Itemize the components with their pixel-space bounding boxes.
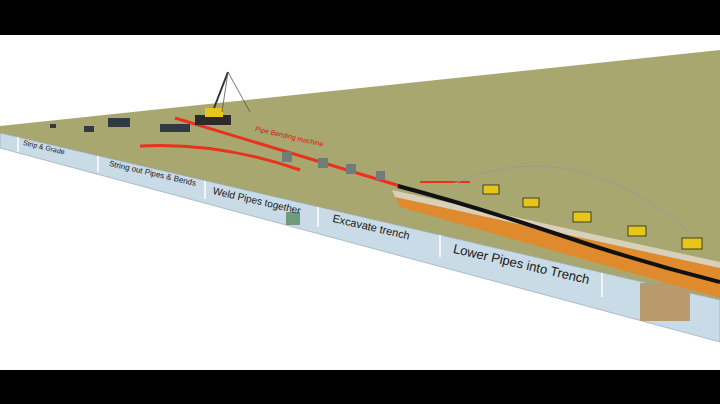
pipe-string <box>175 118 400 186</box>
trench <box>395 197 720 298</box>
crane <box>195 72 250 125</box>
pipe-arc <box>455 166 700 242</box>
side-band <box>0 133 720 342</box>
pipe <box>420 181 470 183</box>
top-bar <box>0 0 720 35</box>
side-booms <box>483 185 702 249</box>
bottom-bar <box>0 370 720 404</box>
photo-thumb <box>640 283 690 321</box>
weld-shelters <box>282 152 385 180</box>
pipe-bend <box>140 146 300 171</box>
trucks <box>50 118 190 132</box>
spoil-pile <box>392 190 720 268</box>
